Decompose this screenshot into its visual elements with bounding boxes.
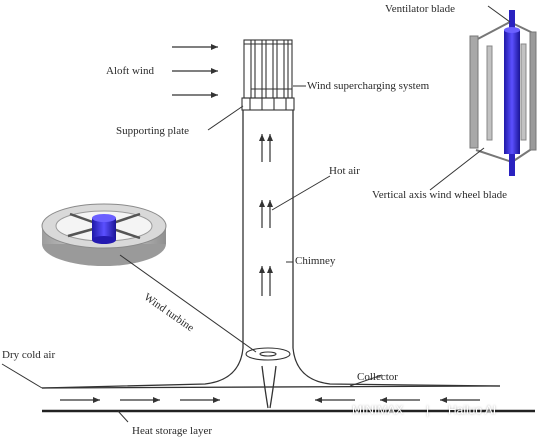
label-ventilator-blade: Ventilator blade [385,3,455,15]
collector-line [41,385,501,389]
label-collector: Collector [357,371,398,383]
ring-turbine-illustration [41,203,167,266]
leader-lines [1,5,511,423]
label-supporting-plate: Supporting plate [116,125,190,137]
base-turbine-disk [245,347,291,361]
label-wind-supercharging: Wind supercharging system [307,80,430,92]
aloft-wind-arrows [172,44,218,98]
label-heat-storage: Heat storage layer [132,425,213,437]
watermark-sep: | [426,403,430,417]
watermark-right: Hailuo AI [448,403,497,417]
hot-air-arrows [259,134,273,296]
chimney-tube [41,110,501,409]
supporting-plate [241,97,295,111]
watermark-left: MINIMAX [352,403,404,417]
ventilator-illustration [469,10,537,176]
label-chimney: Chimney [295,255,336,267]
label-vertical-axis: Vertical axis wind wheel blade [372,189,508,201]
label-aloft-wind: Aloft wind [106,65,154,77]
wind-supercharging-unit [243,39,293,99]
label-hot-air: Hot air [329,165,360,177]
label-dry-cold-air: Dry cold air [2,349,56,361]
